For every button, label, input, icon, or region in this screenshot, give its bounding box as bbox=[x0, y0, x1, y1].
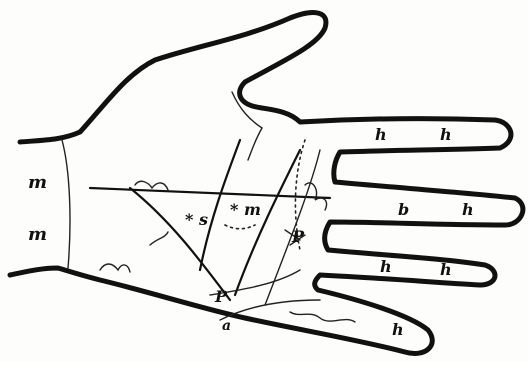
little-finger-label: h bbox=[392, 320, 404, 339]
ring-lower-label: h bbox=[440, 260, 452, 279]
wrist-crease bbox=[62, 140, 70, 268]
scribble-mark-c bbox=[290, 312, 355, 322]
palm-center-a-label: * s bbox=[185, 210, 208, 229]
scribble-mark-f bbox=[100, 264, 130, 272]
palm-p-left-label: P bbox=[214, 287, 228, 306]
scribble-mark-a bbox=[135, 181, 168, 190]
middle-lower-label: h bbox=[462, 200, 474, 219]
heel-label: a bbox=[222, 318, 231, 334]
palm-center-b-label: * m bbox=[230, 200, 261, 219]
fate-line bbox=[235, 150, 300, 295]
mount-dotted-line bbox=[225, 225, 255, 229]
head-line bbox=[130, 188, 230, 300]
middle-upper-label: h bbox=[440, 125, 452, 144]
ring-upper-label: h bbox=[380, 257, 392, 276]
palm-p-right-label: P bbox=[291, 227, 305, 246]
heart-line bbox=[90, 188, 330, 198]
index-lower-label: b bbox=[398, 200, 409, 219]
wrist-bottom-label: m bbox=[28, 224, 47, 245]
scribble-mark-e bbox=[150, 232, 168, 245]
index-upper-label: h bbox=[375, 125, 387, 144]
wrist-top-label: m bbox=[28, 172, 47, 193]
